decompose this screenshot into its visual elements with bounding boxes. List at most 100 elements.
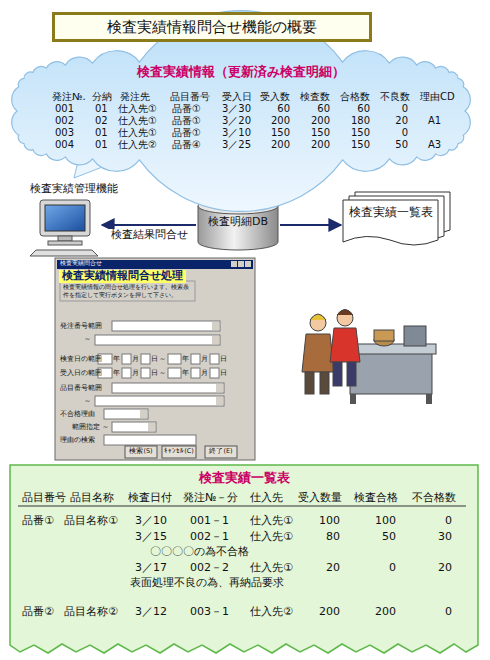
table-cell: 品目名称① (64, 515, 118, 528)
table-cell: 品目番号 (22, 492, 66, 505)
form-text: 年 (182, 369, 189, 377)
node-label: 検査実績一覧表 (10, 471, 478, 486)
table-cell: 80 (326, 531, 340, 544)
form-text: ｷｬﾝｾﾙ(C) (164, 448, 194, 455)
table-cell: 0 (402, 103, 408, 115)
form-text: 日 (220, 369, 227, 377)
form-text: 検査実績情報の問合せ処理を行います。検索条件を指定して実行ボタンを押して下さい。 (63, 283, 191, 298)
document-stack (343, 192, 450, 245)
table-cell: 仕入先① (118, 127, 157, 139)
form-text: 検査日の範囲 (60, 355, 102, 363)
table-cell: 検査数 (300, 91, 330, 103)
table-cell: 受入数 (260, 91, 290, 103)
table-cell: A3 (428, 139, 441, 151)
form-window (55, 258, 255, 460)
table-cell: 検査日付 (128, 492, 172, 505)
table-cell: 仕入先① (118, 103, 157, 115)
table-cell: 品番① (172, 103, 201, 115)
table-cell: 60 (317, 103, 330, 115)
table-cell: 0 (445, 515, 452, 528)
form-text: 理由の検索 (60, 436, 95, 444)
table-cell: 200 (375, 606, 396, 619)
table-cell: 02 (95, 115, 108, 127)
table-cell: 20 (326, 562, 340, 575)
form-text: ～ (159, 369, 166, 377)
table-cell: 発注先 (120, 91, 150, 103)
table-cell: 100 (375, 515, 396, 528)
table-cell: 002－1 (190, 531, 229, 544)
table-cell: 品番② (22, 606, 54, 619)
form-text: 月 (132, 369, 139, 377)
form-text: ～ (84, 335, 91, 343)
table-cell: 不合格数 (412, 492, 456, 505)
table-cell: 200 (311, 115, 330, 127)
form-text: ～ (84, 397, 91, 405)
table-cell: 004 (55, 139, 74, 151)
table-cell: 200 (319, 606, 340, 619)
table-cell: 150 (271, 127, 290, 139)
form-text: 年 (182, 355, 189, 363)
form-text: ～ (159, 355, 166, 363)
form-text: 品目番号範囲 (60, 384, 102, 392)
form-text: 月 (201, 355, 208, 363)
table-cell: 3／20 (222, 115, 251, 127)
table-cell: 3／10 (135, 515, 167, 528)
table-cell: 50 (395, 139, 408, 151)
form-text: 月 (132, 355, 139, 363)
table-cell: 品目番号 (170, 91, 210, 103)
table-cell: 150 (311, 127, 330, 139)
workers-illustration (302, 310, 436, 405)
edge-label: 検査結果問合せ (109, 229, 190, 242)
table-cell: 仕入先 (250, 492, 283, 505)
table-cell: 003－1 (190, 606, 229, 619)
database-node: 検査明細DB (198, 198, 278, 250)
table-cell: 検査合格 (354, 492, 398, 505)
table-cell: 仕入先② (250, 606, 293, 619)
table-cell: 01 (95, 103, 108, 115)
form-text: 日 (151, 355, 158, 363)
table-cell: 0 (402, 127, 408, 139)
table-cell: 品目名称 (70, 492, 114, 505)
table-cell: 002－2 (190, 562, 229, 575)
table-cell: 001 (55, 103, 74, 115)
node-label: 検査明細DB (198, 216, 278, 229)
table-cell: 200 (271, 115, 290, 127)
form-text: 受入日の範囲 (60, 369, 102, 377)
form-text: ～ (102, 423, 109, 431)
computer-icon (30, 200, 98, 256)
table-cell: 200 (271, 139, 290, 151)
table-cell: 30 (438, 531, 452, 544)
form-text: 年 (113, 355, 120, 363)
table-cell: 003 (55, 127, 74, 139)
table-cell: 仕入先① (250, 515, 293, 528)
title-text: 検査実績情報問合せ機能の概要 (107, 18, 317, 37)
table-cell: 001－1 (190, 515, 229, 528)
table-cell: 合格数 (340, 91, 370, 103)
table-cell: A1 (428, 115, 441, 127)
computer-node: 検査実績管理機能 (30, 183, 122, 253)
form-text: 年 (113, 369, 120, 377)
table-cell: 180 (351, 115, 370, 127)
table-cell: 200 (311, 139, 330, 151)
table-cell: 受入日 (222, 91, 252, 103)
cloud-body (12, 11, 471, 212)
node-label: 検査実績情報（更新済み検査明細） (10, 65, 472, 80)
table-cell: 20 (438, 562, 452, 575)
table-cell: 3／10 (222, 127, 251, 139)
table-cell: 60 (357, 103, 370, 115)
table-cell: 品目名称② (64, 606, 118, 619)
form-text: 日 (151, 369, 158, 377)
table-cell: 品番① (172, 127, 201, 139)
table-cell: 不良数 (380, 91, 410, 103)
table-cell: 品番④ (172, 139, 201, 151)
table-cell: 3／12 (135, 606, 167, 619)
form-text: 発注番号範囲 (60, 322, 102, 330)
table-cell: 仕入先① (250, 531, 293, 544)
table-cell: 01 (95, 139, 108, 151)
flow-arrow (102, 224, 196, 226)
table-cell: 仕入先② (118, 139, 157, 151)
table-cell: 分納 (92, 91, 112, 103)
table-cell: 150 (351, 127, 370, 139)
flow-arrow (280, 224, 341, 226)
report-node: 検査実績一覧表 (343, 192, 451, 244)
